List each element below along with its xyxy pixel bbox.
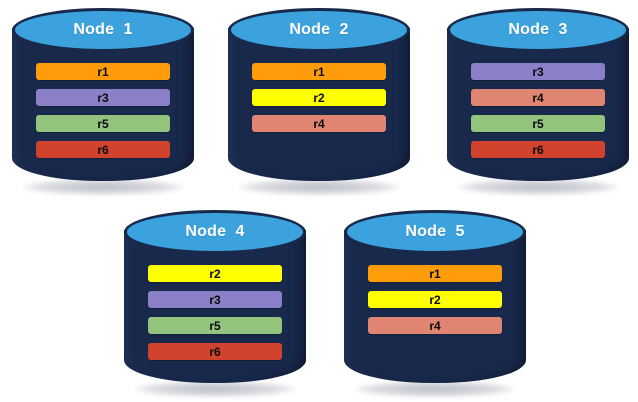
record-bar-r3[interactable]: r3 [470,63,606,81]
database-cylinder-top-icon [344,210,526,255]
node-4[interactable]: Node 4 r2 r3 r5 r6 [124,210,306,397]
node-1[interactable]: Node 1 r1 r3 r5 r6 [12,8,194,195]
node-drop-shadow [354,381,516,397]
database-cylinder-top-icon [447,8,629,53]
node-label: Node 1 [73,21,133,39]
record-bar-r2[interactable]: r2 [147,265,283,283]
record-bar-r6[interactable]: r6 [470,141,606,159]
record-list: r2 r3 r5 r6 [147,265,283,361]
record-bar-r3[interactable]: r3 [147,291,283,309]
database-cylinder-top-icon [124,210,306,255]
record-list: r1 r2 r4 [251,63,387,133]
record-bar-r4[interactable]: r4 [367,317,503,335]
node-label: Node 4 [185,223,245,241]
record-list: r3 r4 r5 r6 [470,63,606,159]
record-bar-r4[interactable]: r4 [470,89,606,107]
node-5[interactable]: Node 5 r1 r2 r4 [344,210,526,397]
node-drop-shadow [457,179,619,195]
record-bar-r4[interactable]: r4 [251,115,387,133]
record-bar-r6[interactable]: r6 [35,141,171,159]
node-2[interactable]: Node 2 r1 r2 r4 [228,8,410,195]
node-label: Node 3 [508,21,568,39]
record-bar-r1[interactable]: r1 [35,63,171,81]
record-bar-r2[interactable]: r2 [251,89,387,107]
node-label: Node 2 [289,21,349,39]
node-label: Node 5 [405,223,465,241]
record-bar-r5[interactable]: r5 [147,317,283,335]
record-bar-r5[interactable]: r5 [35,115,171,133]
record-bar-r5[interactable]: r5 [470,115,606,133]
record-bar-r3[interactable]: r3 [35,89,171,107]
node-3[interactable]: Node 3 r3 r4 r5 r6 [447,8,629,195]
record-bar-r1[interactable]: r1 [367,265,503,283]
record-bar-r2[interactable]: r2 [367,291,503,309]
node-drop-shadow [134,381,296,397]
node-drop-shadow [22,179,184,195]
record-list: r1 r2 r4 [367,265,503,335]
database-cylinder-top-icon [228,8,410,53]
database-cylinder-top-icon [12,8,194,53]
record-list: r1 r3 r5 r6 [35,63,171,159]
record-bar-r6[interactable]: r6 [147,343,283,361]
record-bar-r1[interactable]: r1 [251,63,387,81]
node-drop-shadow [238,179,400,195]
